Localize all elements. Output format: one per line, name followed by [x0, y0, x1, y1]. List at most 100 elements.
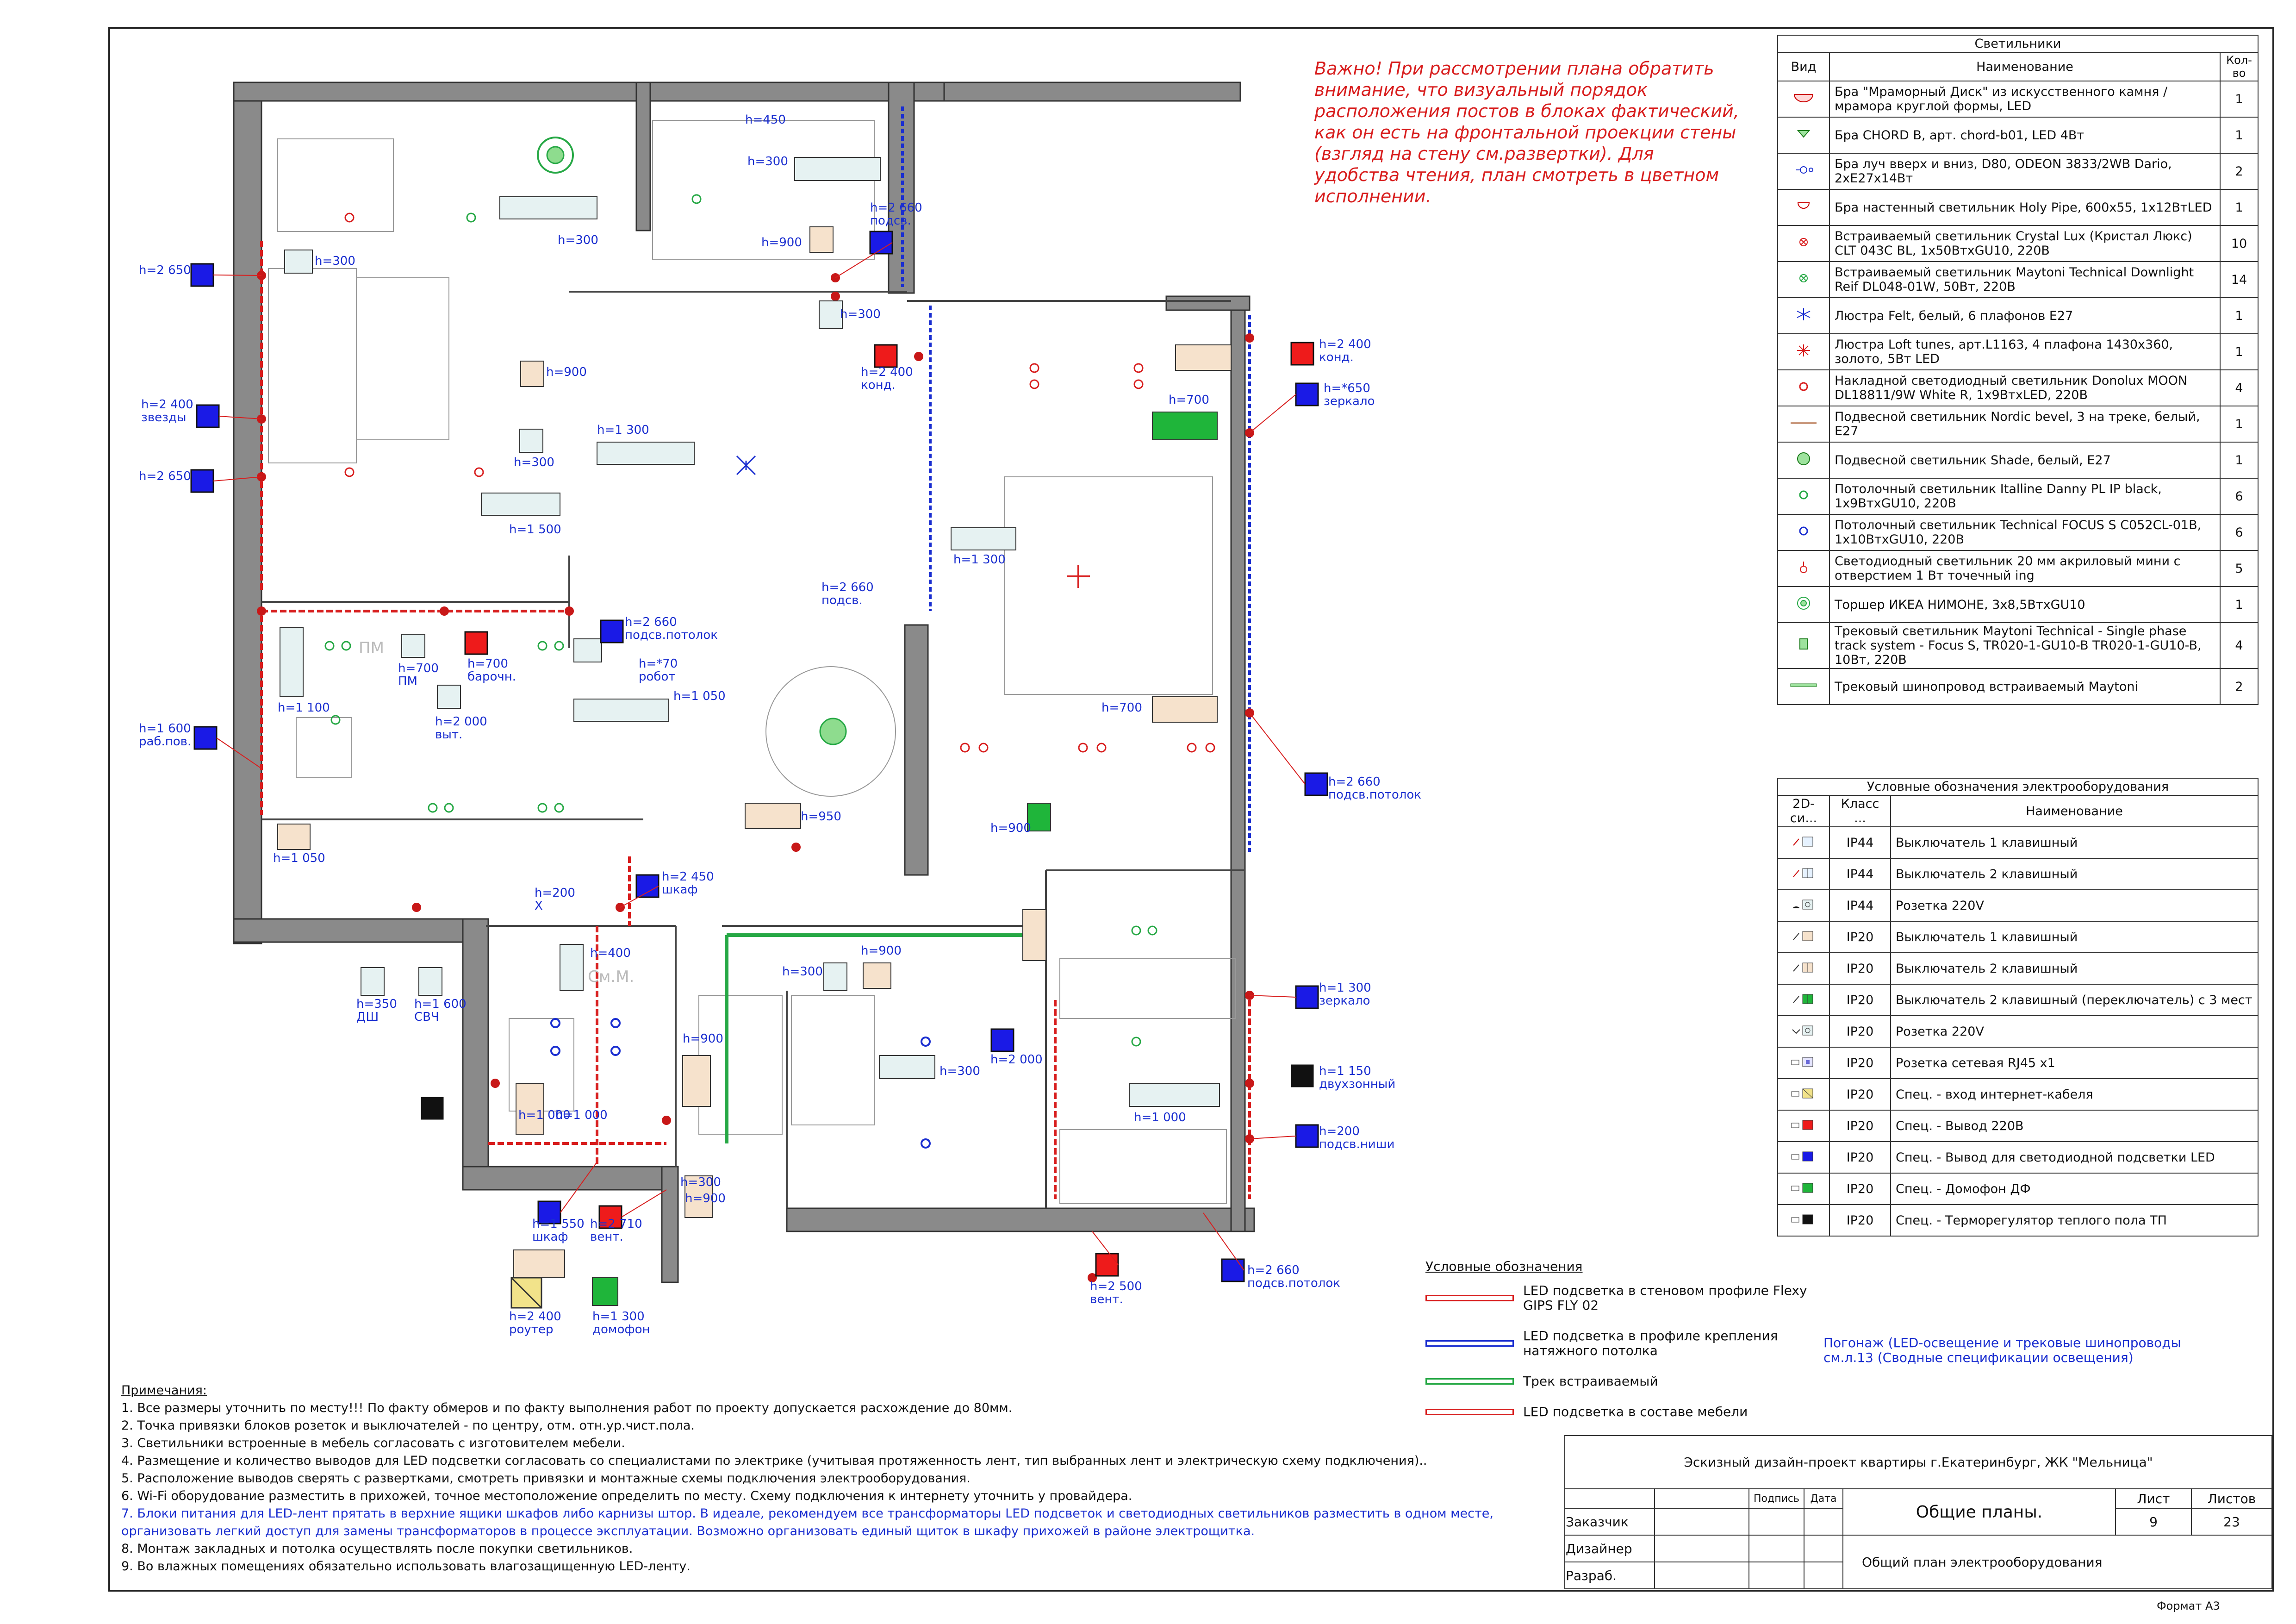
col-eq-name: Наименование [1890, 795, 2259, 827]
plan-label: h=2 650 [139, 469, 191, 483]
fixture-qty: 1 [2220, 297, 2259, 334]
equipment-name: Розетка сетевая RJ45 х1 [1890, 1047, 2259, 1079]
fixture-qty: 1 [2220, 81, 2259, 118]
equipment-name: Выключатель 1 клавишный [1890, 921, 2259, 953]
sheet-frame [108, 27, 2274, 1592]
fixture-name: Встраиваемый светильник Crystal Lux (Кри… [1829, 225, 2221, 262]
legend-swatch [1425, 1409, 1514, 1415]
ceiling-focus-icon [1777, 514, 1830, 551]
equipment-class: IP20 [1829, 1078, 1891, 1111]
fixture-row: Трековый шинопровод встраиваемый Maytoni… [1777, 668, 2259, 705]
recessed-reif-icon [1777, 261, 1830, 298]
plan-label: h=900 [861, 944, 902, 958]
plan-mark: См.М. [588, 968, 635, 986]
thermo-markers [421, 1064, 1314, 1120]
fixture-qty: 1 [2220, 406, 2259, 443]
legend-item: LED подсветка в профиле крепления натяжн… [1425, 1329, 1823, 1358]
equipment-name: Спец. - Терморегулятор теплого пола ТП [1890, 1204, 2259, 1237]
fixture-row: Бра "Мраморный Диск" из искусственного к… [1777, 81, 2259, 118]
220v-output-markers [464, 342, 1314, 1277]
sheet-number: 9 [2115, 1508, 2192, 1536]
spec-internet-icon [1777, 1078, 1830, 1111]
notes-block: Примечания: 1. Все размеры уточнить по м… [121, 1382, 1537, 1575]
plan-label: h=1 100 [278, 701, 330, 715]
notes-title: Примечания: [121, 1383, 207, 1398]
spec-led-icon [1777, 1141, 1830, 1174]
equipment-class: IP20 [1829, 1173, 1891, 1205]
equipment-name: Выключатель 1 клавишный [1890, 826, 2259, 859]
fixture-name: Бра "Мраморный Диск" из искусственного к… [1829, 81, 2221, 118]
fixture-qty: 5 [2220, 550, 2259, 587]
plan-label: h=300 [514, 456, 554, 469]
fixture-row: Подвесной светильник Nordic bevel, 3 на … [1777, 406, 2259, 443]
equipment-class: IP44 [1829, 889, 1891, 922]
legend-label: LED подсветка в профиле крепления натяжн… [1523, 1328, 1778, 1358]
equipment-name: Спец. - вход интернет-кабеля [1890, 1078, 2259, 1111]
fixture-qty: 1 [2220, 333, 2259, 370]
legend-swatch [1425, 1340, 1514, 1347]
format-label: Формат А3 [2157, 1599, 2220, 1612]
plan-label: h=1 050 [273, 851, 325, 865]
legend-swatch [1425, 1378, 1514, 1385]
plan-label: h=300 [840, 307, 881, 321]
legend-item: LED подсветка в стеновом профиле Flexy G… [1425, 1283, 1823, 1313]
led-output-markers [190, 231, 1328, 1282]
note-item: 5. Расположение выводов сверять с развер… [121, 1471, 971, 1486]
col-name: Наименование [1829, 52, 2221, 81]
chord-sconce-icon [1777, 117, 1830, 154]
plan-label: h=400 [590, 946, 631, 960]
project-title: Эскизный дизайн-проект квартиры г.Екатер… [1564, 1435, 2272, 1489]
fixture-qty: 1 [2220, 442, 2259, 479]
plan-label: h=900 [761, 236, 802, 250]
equipment-title: Условные обозначения электрооборудования [1777, 778, 2259, 796]
furniture [268, 120, 1236, 1204]
led-acrylic-mini-icon [1777, 550, 1830, 587]
legend-swatch [1425, 1295, 1514, 1301]
switch-1-ip20-icon [1777, 921, 1830, 953]
col-class: Класс ... [1829, 795, 1891, 827]
equipment-class: IP44 [1829, 858, 1891, 890]
role-designer: Дизайнер [1564, 1535, 1655, 1562]
equipment-class: IP20 [1829, 952, 1891, 985]
legend-title: Условные обозначения [1425, 1259, 1583, 1274]
plan-label: h=700 [1169, 393, 1209, 407]
fixture-name: Бра настенный светильник Holy Pipe, 600х… [1829, 189, 2221, 226]
role-customer: Заказчик [1564, 1508, 1655, 1536]
switch-2-ip20-icon [1777, 952, 1830, 985]
equipment-name: Выключатель 2 клавишный [1890, 952, 2259, 985]
spec-thermo-icon [1777, 1204, 1830, 1237]
track-bus-icon [1777, 668, 1830, 705]
fixture-name: Накладной светодиодный светильник Donolu… [1829, 369, 2221, 406]
plan-label: h=300 [782, 965, 823, 979]
data-label: Дата [1804, 1488, 1843, 1509]
fixture-name: Бра луч вверх и вниз, D80, ODEON 3833/2W… [1829, 153, 2221, 190]
equipment-name: Выключатель 2 клавишный (переключатель) … [1890, 984, 2259, 1016]
fixtures-table: Светильники Вид Наименование Кол-во Бра … [1777, 35, 2259, 705]
fixture-name: Светодиодный светильник 20 мм акриловый … [1829, 550, 2221, 587]
pendant-shade-icon [1777, 442, 1830, 479]
fixture-row: Люстра Loft tunes, арт.L1163, 4 плафона … [1777, 333, 2259, 370]
note-item: 7. Блоки питания для LED-лент прятать в … [121, 1506, 1493, 1538]
note-item: 6. Wi-Fi оборудование разместить в прихо… [121, 1489, 1132, 1503]
socket-ip44-icon [1777, 889, 1830, 922]
sheet-label: Лист [2115, 1488, 2192, 1509]
fixture-qty: 2 [2220, 668, 2259, 705]
equipment-class: IP20 [1829, 1204, 1891, 1237]
legend-item: LED подсветка в составе мебели [1425, 1405, 1823, 1419]
